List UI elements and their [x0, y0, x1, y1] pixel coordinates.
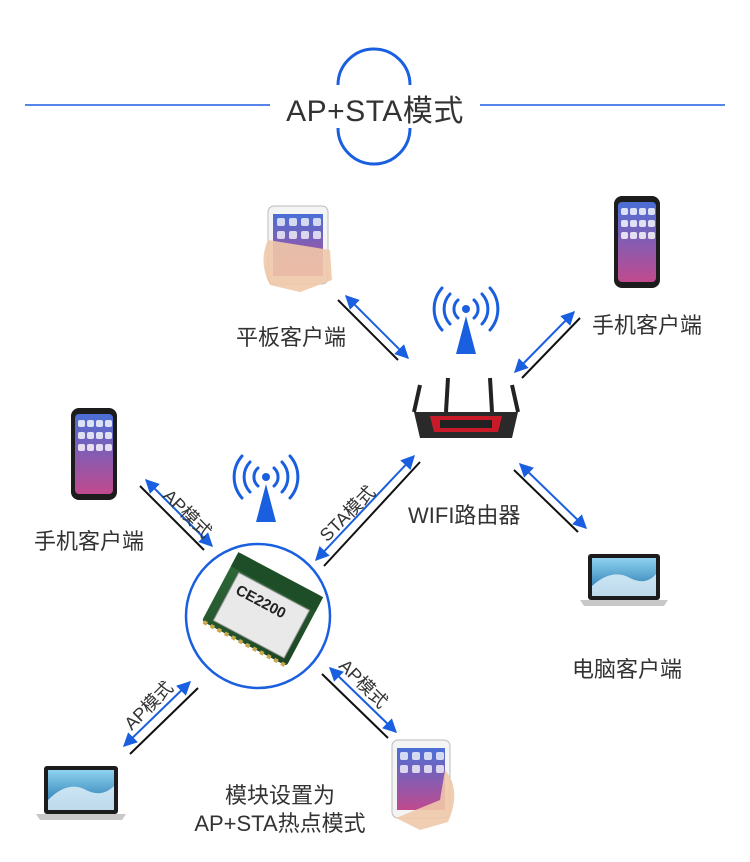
caption-line-1: 模块设置为 [224, 783, 335, 808]
link-router-pc [513, 463, 588, 533]
label-phone-top-right: 手机客户端 [592, 313, 703, 338]
label-router: WIFI路由器 [408, 503, 521, 528]
label-tablet-top: 平板客户端 [236, 325, 347, 350]
link-module-router [315, 454, 421, 567]
title-arc-bottom [336, 127, 412, 166]
label-pc-right: 电脑客户端 [572, 657, 683, 682]
title-arc-top [336, 47, 412, 86]
link-module-tablet [321, 667, 398, 739]
link-tablet-router [337, 295, 409, 361]
laptop-bottom-left-icon [36, 766, 126, 820]
phone-left-icon [71, 408, 117, 500]
link-phone-module [139, 479, 213, 551]
tablet-bottom-icon [391, 739, 455, 830]
router-icon [412, 286, 520, 438]
link-module-laptop [122, 681, 199, 755]
wifi-module: CE2200 [184, 542, 332, 690]
phone-top-right-icon [614, 196, 660, 288]
module-caption: 模块设置为 AP+STA热点模式 [170, 782, 390, 838]
module-signal-icon [232, 454, 300, 522]
router-signal-icon [432, 286, 500, 332]
laptop-right-icon [580, 554, 668, 606]
tablet-top-icon [263, 205, 332, 292]
caption-line-2: AP+STA热点模式 [194, 811, 366, 836]
link-router-phone [514, 311, 581, 379]
label-phone-left: 手机客户端 [34, 529, 145, 554]
title-header [25, 47, 725, 166]
page-title: AP+STA模式 [286, 95, 464, 128]
